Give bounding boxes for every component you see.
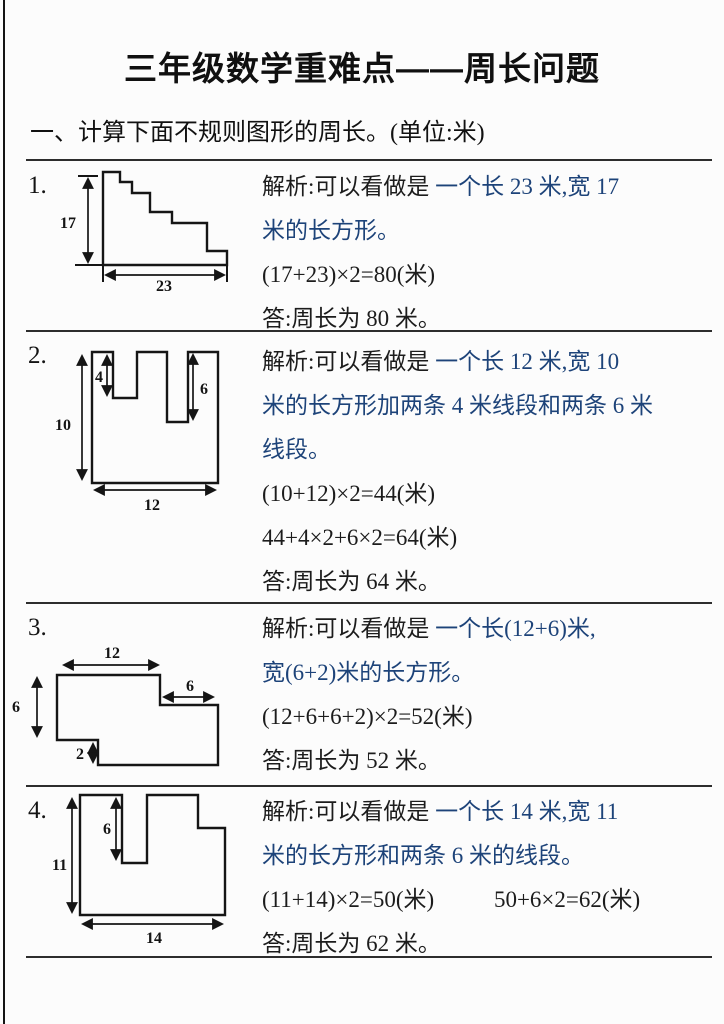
analysis-text: 解析:可以看做是 — [262, 799, 430, 824]
analysis-highlight: 一个长 12 米,宽 10 — [435, 349, 620, 374]
divider-line — [26, 785, 712, 787]
dimension-label-left-height: 6 — [12, 699, 20, 716]
section-heading: 一、计算下面不规则图形的周长。(单位:米) — [30, 120, 485, 146]
divider-line — [26, 159, 712, 161]
formula: (17+23)×2=80(米) — [262, 262, 436, 287]
figure-step-shape: 12 6 6 2 — [12, 645, 220, 767]
divider-line — [26, 602, 712, 604]
problem-number: 3. — [28, 614, 47, 641]
analysis-line: 米的长方形加两条 4 米线段和两条 6 米 — [262, 384, 724, 428]
problem-3-solution: 解析:可以看做是 一个长(12+6)米, 宽(6+2)米的长方形。 (12+6+… — [262, 604, 724, 785]
problem-2-solution: 解析:可以看做是 一个长 12 米,宽 10 米的长方形加两条 4 米线段和两条… — [262, 332, 724, 602]
problem-1-figure-area: 1. 17 23 — [0, 162, 262, 330]
dimension-label-notch: 6 — [103, 821, 111, 838]
answer-line: 答:周长为 80 米。 — [262, 297, 724, 341]
answer-text: 答:周长为 80 米。 — [262, 306, 441, 331]
analysis-highlight: 米的长方形加两条 4 米线段和两条 6 米 — [262, 393, 653, 418]
answer-line: 答:周长为 62 米。 — [262, 922, 724, 966]
shape-outline — [90, 350, 220, 485]
dimension-label-top-width: 12 — [104, 645, 120, 662]
dimension-label-width: 23 — [156, 278, 172, 295]
problem-2: 2. 10 4 6 12 解析:可以看做是 一 — [0, 332, 724, 602]
divider-line — [26, 330, 712, 332]
analysis-highlight: 宽(6+2)米的长方形。 — [262, 660, 475, 685]
problem-4: 4. 11 6 14 解析:可以看做是 一个长 14 米,宽 11 — [0, 787, 724, 956]
divider-line — [26, 956, 712, 958]
analysis-line: 米的长方形。 — [262, 209, 724, 253]
shape-outline — [55, 673, 220, 767]
formula-line: (10+12)×2=44(米) — [262, 472, 724, 516]
figure-double-notch-shape: 10 4 6 12 — [55, 350, 220, 514]
shape-outline — [78, 793, 227, 917]
analysis-highlight: 米的长方形和两条 6 米的线段。 — [262, 843, 584, 868]
dimension-label-height: 10 — [55, 417, 71, 434]
answer-line: 答:周长为 64 米。 — [262, 560, 724, 604]
page-left-border — [3, 0, 5, 1024]
analysis-line: 解析:可以看做是 一个长(12+6)米, — [262, 607, 724, 651]
analysis-line: 米的长方形和两条 6 米的线段。 — [262, 834, 724, 878]
dimension-label-notch2: 6 — [200, 381, 208, 398]
dimension-label-bottom-step: 2 — [76, 746, 84, 763]
formula: 50+6×2=62(米) — [493, 887, 641, 912]
dimension-label-height: 17 — [60, 215, 76, 232]
dimension-label-height: 11 — [52, 857, 67, 874]
problem-number: 2. — [28, 342, 47, 369]
answer-text: 答:周长为 52 米。 — [262, 748, 441, 773]
analysis-highlight: 米的长方形。 — [262, 218, 400, 243]
answer-line: 答:周长为 52 米。 — [262, 739, 724, 783]
analysis-line: 解析:可以看做是 一个长 23 米,宽 17 — [262, 165, 724, 209]
problem-3-figure-area: 3. 12 6 6 2 — [0, 604, 262, 785]
problem-2-figure-area: 2. 10 4 6 12 — [0, 332, 262, 602]
dimension-label-width: 12 — [144, 497, 160, 514]
formula-line: (12+6+6+2)×2=52(米) — [262, 695, 724, 739]
formula-line: (11+14)×2=50(米) 50+6×2=62(米) — [262, 878, 724, 922]
analysis-line: 解析:可以看做是 一个长 12 米,宽 10 — [262, 340, 724, 384]
formula-line: (17+23)×2=80(米) — [262, 253, 724, 297]
analysis-line: 宽(6+2)米的长方形。 — [262, 651, 724, 695]
analysis-text: 解析:可以看做是 — [262, 616, 430, 641]
analysis-highlight: 线段。 — [262, 437, 331, 462]
problem-number: 4. — [28, 797, 47, 824]
problem-1-solution: 解析:可以看做是 一个长 23 米,宽 17 米的长方形。 (17+23)×2=… — [262, 162, 724, 331]
analysis-line: 解析:可以看做是 一个长 14 米,宽 11 — [262, 790, 724, 834]
page-title: 三年级数学重难点——周长问题 — [124, 50, 600, 87]
answer-text: 答:周长为 62 米。 — [262, 931, 441, 956]
formula: (12+6+6+2)×2=52(米) — [262, 704, 473, 729]
analysis-text: 解析:可以看做是 — [262, 174, 430, 199]
figure-notch-step-shape: 11 6 14 — [52, 793, 227, 947]
analysis-text: 解析:可以看做是 — [262, 349, 430, 374]
dimension-label-notch1: 4 — [95, 369, 103, 386]
analysis-highlight: 一个长 14 米,宽 11 — [435, 799, 619, 824]
problem-number: 1. — [28, 172, 47, 199]
formula: 44+4×2+6×2=64(米) — [262, 525, 458, 550]
formula-line: 44+4×2+6×2=64(米) — [262, 516, 724, 560]
dimension-label-right-step: 6 — [186, 678, 194, 695]
analysis-line: 线段。 — [262, 428, 724, 472]
answer-text: 答:周长为 64 米。 — [262, 569, 441, 594]
problem-1: 1. 17 23 解析:可以看做是 一个长 — [0, 162, 724, 331]
formula: (10+12)×2=44(米) — [262, 481, 436, 506]
problem-4-figure-area: 4. 11 6 14 — [0, 787, 262, 956]
shape-outline — [101, 170, 229, 267]
analysis-highlight: 一个长 23 米,宽 17 — [435, 174, 620, 199]
problem-4-solution: 解析:可以看做是 一个长 14 米,宽 11 米的长方形和两条 6 米的线段。 … — [262, 787, 724, 956]
figure-staircase-shape: 17 23 — [60, 170, 229, 295]
problem-3: 3. 12 6 6 2 解析:可以看做是 一个 — [0, 604, 724, 785]
formula: (11+14)×2=50(米) — [262, 887, 435, 912]
dimension-label-width: 14 — [146, 930, 162, 947]
analysis-highlight: 一个长(12+6)米, — [435, 616, 596, 641]
